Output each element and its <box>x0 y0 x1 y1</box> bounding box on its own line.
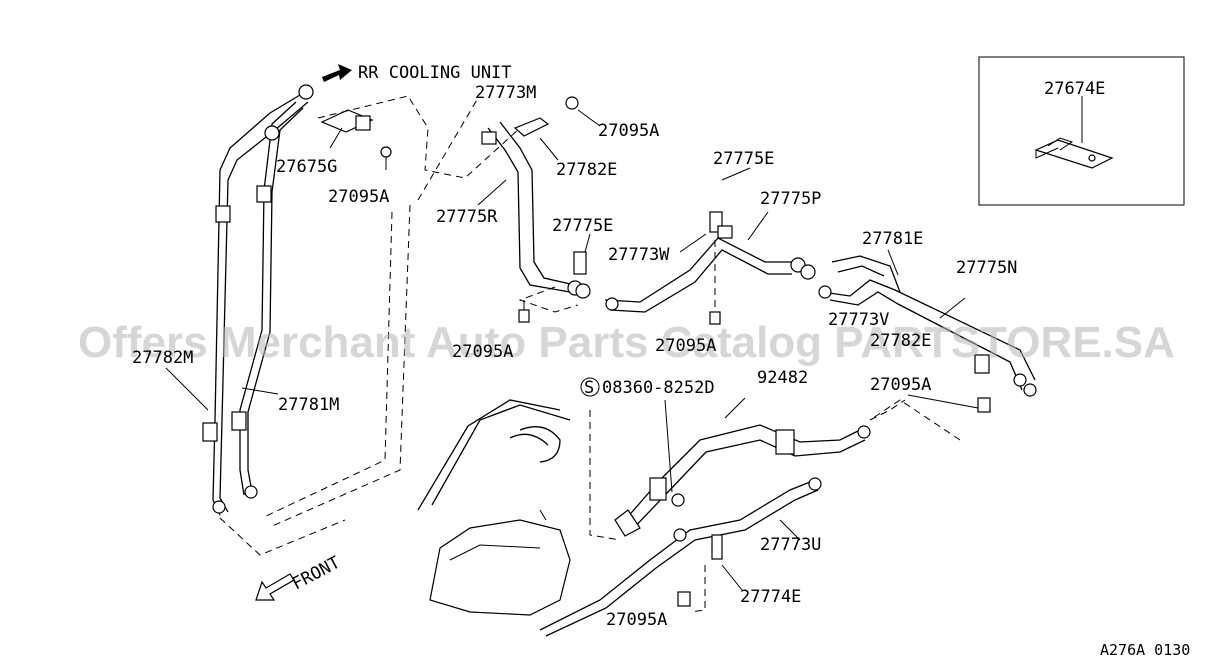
label-27782m: 27782M <box>132 348 193 368</box>
label-27773w: 27773W <box>608 245 670 265</box>
label-27773v: 27773V <box>828 310 889 330</box>
label-27782e-right: 27782E <box>870 331 931 351</box>
label-27781e: 27781E <box>862 229 923 249</box>
fitting-icon <box>1013 373 1027 387</box>
bolt-icon <box>518 300 530 323</box>
label-27095a-bottom: 27095A <box>606 610 667 630</box>
clip-icon <box>974 354 990 374</box>
clip-icon <box>717 225 733 239</box>
clip-icon <box>573 251 587 275</box>
fitting-icon <box>212 500 226 514</box>
label-27095a-left: 27095A <box>328 187 389 207</box>
fitting-icon <box>800 264 816 280</box>
fitting-icon <box>808 477 822 491</box>
clamp-icon <box>513 117 550 137</box>
label-27675g: 27675G <box>276 157 337 177</box>
right-pipe-assembly <box>604 167 1037 441</box>
fitting-icon <box>298 84 314 100</box>
hose-clamp-icon <box>202 422 218 442</box>
label-27095a-right: 27095A <box>870 375 931 395</box>
watermark: Offers Merchant Auto Parts Catalog PARTS… <box>78 318 1175 367</box>
fitting-icon <box>575 283 591 299</box>
hose-clamp-icon <box>215 205 231 223</box>
bolt-icon <box>671 493 685 507</box>
left-pipe-assembly <box>165 84 314 516</box>
screw-symbol-icon <box>580 377 600 397</box>
fitting-icon <box>673 528 687 542</box>
label-27095a-center: 27095A <box>452 342 513 362</box>
reference-code: A276A 0130 <box>1100 641 1190 659</box>
clip-icon <box>481 131 497 145</box>
label-08360-8252d: 08360-8252D <box>602 378 715 398</box>
bolt-icon <box>709 311 721 325</box>
hose-clamp-icon <box>231 411 247 431</box>
bracket-icon <box>614 509 641 537</box>
lower-pipe-assembly <box>417 397 906 637</box>
fitting-icon <box>605 297 619 311</box>
label-rr-cooling-unit: RR COOLING UNIT <box>358 63 512 83</box>
fitting-icon <box>857 425 871 439</box>
compressor-icon <box>429 519 571 616</box>
bracket-icon <box>711 534 723 560</box>
label-27774e: 27774E <box>740 587 801 607</box>
fitting-icon <box>244 485 258 499</box>
front-arrow-icon <box>255 573 295 601</box>
label-27773m: 27773M <box>475 83 536 103</box>
label-27775e-top: 27775E <box>713 149 774 169</box>
bolt-icon <box>565 96 579 110</box>
label-27782e: 27782E <box>556 160 617 180</box>
hose-clamp-icon <box>256 185 272 203</box>
label-27775p: 27775P <box>760 189 821 209</box>
label-27775e-mid: 27775E <box>552 216 613 236</box>
label-27781m: 27781M <box>278 395 339 415</box>
inset-frame <box>978 56 1185 206</box>
label-27773u: 27773U <box>760 535 821 555</box>
fitting-icon <box>1023 383 1037 397</box>
label-27095a-mid: 27095A <box>655 336 716 356</box>
label-front: FRONT <box>289 553 344 595</box>
fitting-icon <box>818 285 832 299</box>
bracket-27675g-icon <box>320 109 392 170</box>
label-27775r: 27775R <box>436 207 498 227</box>
bolt-icon <box>977 397 991 413</box>
inset-panel <box>978 56 1185 206</box>
label-92482: 92482 <box>757 368 808 388</box>
hose-clamp-icon <box>649 477 667 501</box>
label-27775n: 27775N <box>956 258 1017 278</box>
label-27674e-inset: 27674E <box>1044 79 1105 99</box>
label-27095a-top: 27095A <box>598 121 659 141</box>
bolt-icon <box>677 591 691 607</box>
bracket-27674e-icon <box>1034 137 1114 169</box>
label-screw-symbol: S <box>584 378 594 398</box>
center-pipe-assembly <box>477 96 601 323</box>
fitting-icon <box>264 125 280 141</box>
arrow-right-icon <box>322 64 352 82</box>
hose-clamp-icon <box>775 429 795 455</box>
